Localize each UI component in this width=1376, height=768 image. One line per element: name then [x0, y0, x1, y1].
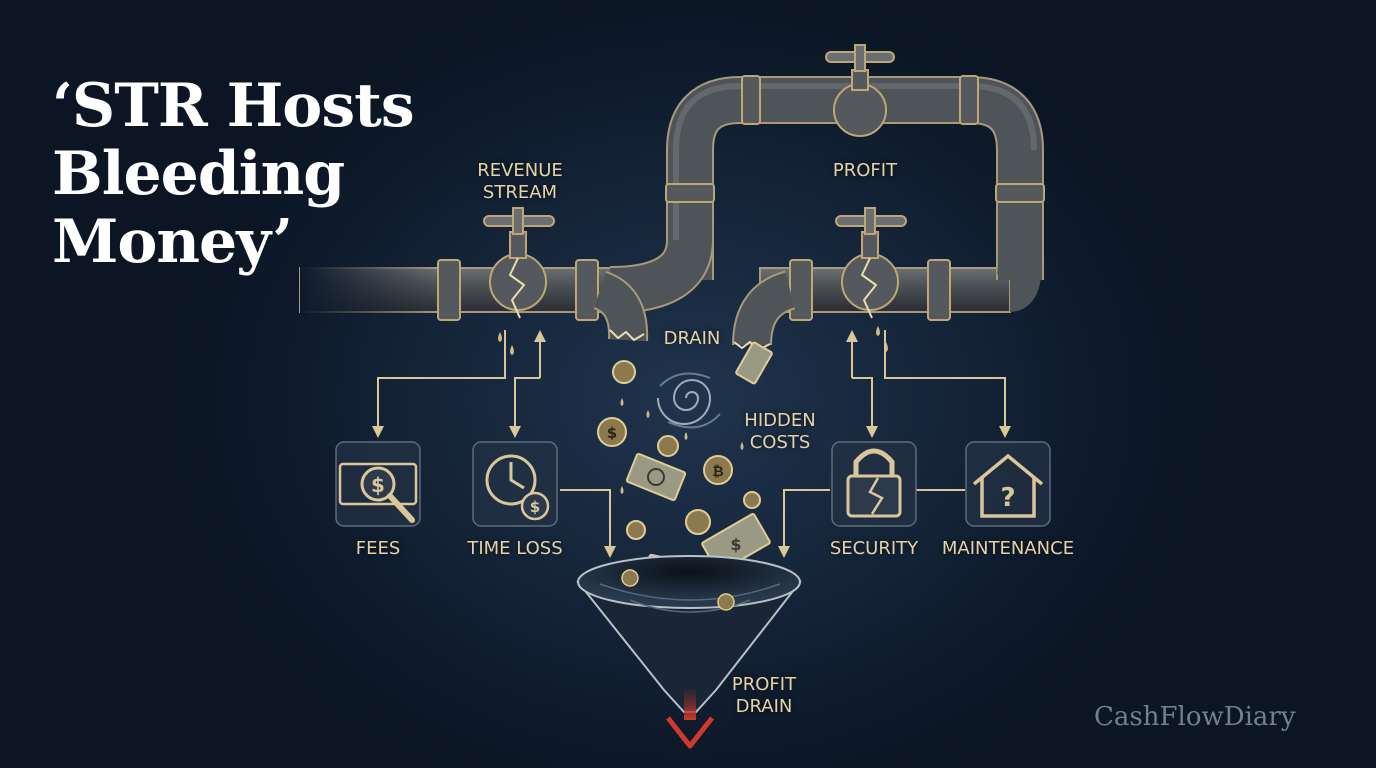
title-line: Bleeding	[52, 139, 345, 209]
profit-loop-pipe	[609, 75, 1045, 314]
hidden-costs-label: HIDDEN COSTS	[730, 410, 830, 454]
revenue-stream-line: REVENUE	[477, 160, 563, 181]
clock-coin-icon: $	[485, 454, 550, 521]
coin-icon	[743, 491, 761, 509]
coin-icon	[717, 593, 735, 611]
profit-drain-arrow	[666, 690, 714, 749]
hidden-costs-line: HIDDEN	[744, 410, 816, 431]
leak-drops	[498, 326, 888, 355]
revenue-stream-label: REVENUE STREAM	[460, 160, 580, 204]
time-loss-label: TIME LOSS	[467, 538, 563, 559]
brand-watermark: CashFlowDiary	[1094, 702, 1296, 732]
fees-icon-box: $	[335, 441, 421, 527]
svg-text:₿: ₿	[712, 464, 723, 480]
page-title: ‘STR Hosts Bleeding Money’	[52, 72, 472, 276]
profit-drain-line: PROFIT	[731, 674, 797, 695]
funnel	[576, 555, 802, 713]
security-label: SECURITY	[829, 538, 919, 559]
hidden-costs-line: COSTS	[749, 432, 811, 453]
title-line: Money’	[52, 207, 293, 277]
money-magnifier-icon: $	[338, 462, 418, 523]
coin-icon	[626, 520, 646, 540]
coin-icon	[657, 435, 679, 457]
coin-icon	[612, 360, 636, 384]
maintenance-label: MAINTENANCE	[941, 538, 1075, 559]
coin-icon: $	[597, 417, 627, 447]
house-question-icon: ?	[972, 453, 1044, 518]
svg-text:?: ?	[1000, 483, 1015, 513]
drain-label: DRAIN	[663, 328, 721, 349]
coin-icon	[621, 569, 639, 587]
vortex-icon	[657, 372, 721, 429]
profit-label: PROFIT	[832, 160, 898, 181]
svg-text:$: $	[730, 535, 741, 554]
banknote-icon	[625, 452, 687, 502]
banknote-icon	[735, 341, 773, 385]
broken-lock-icon	[846, 448, 902, 518]
security-icon-box	[831, 441, 917, 527]
coin-icon	[685, 509, 711, 535]
revenue-stream-line: STREAM	[482, 182, 558, 203]
title-line: ‘STR Hosts	[52, 71, 415, 141]
svg-text:$: $	[530, 498, 540, 516]
faucet-valve-icon	[835, 207, 907, 319]
time-loss-icon-box: $	[472, 441, 558, 527]
coin-icon: ₿	[703, 455, 733, 485]
maintenance-icon-box: ?	[965, 441, 1051, 527]
svg-text:$: $	[607, 424, 617, 442]
faucet-valve-icon	[483, 207, 555, 319]
profit-drain-line: DRAIN	[735, 696, 793, 717]
svg-text:$: $	[371, 473, 385, 497]
broken-pipe-ends	[592, 270, 797, 352]
fees-label: FEES	[355, 538, 401, 559]
faucet-valve-icon	[825, 44, 895, 137]
profit-drain-label: PROFIT DRAIN	[714, 674, 814, 718]
connector-arrows	[372, 330, 1011, 558]
